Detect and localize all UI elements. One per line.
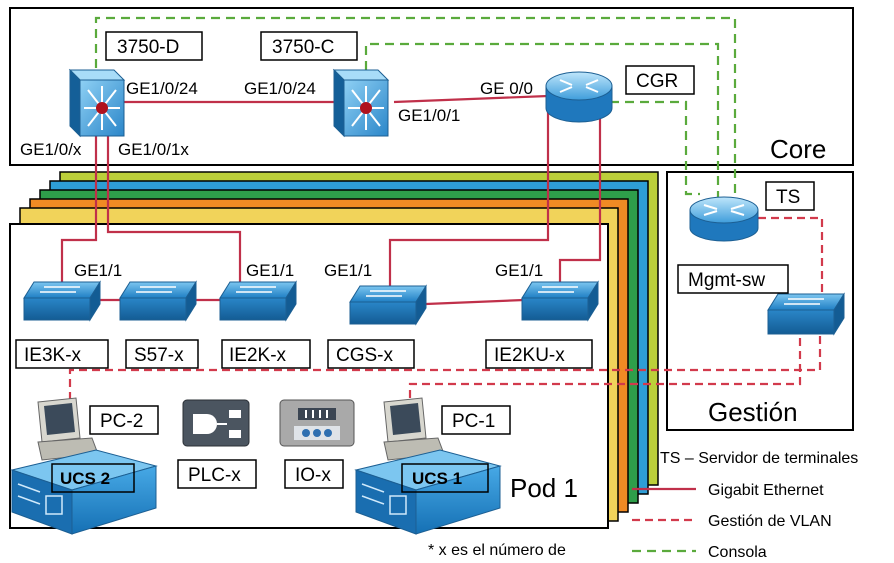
router-cgr-icon[interactable] [545,71,613,123]
link-cgr-ie2ku [558,112,602,285]
switch-ie3k-icon[interactable] [23,280,101,322]
pod-port-label: GE1/1 [324,261,372,280]
io-icon[interactable] [279,399,355,447]
box-ie2ku [485,339,593,369]
management-title: Gestión [708,397,798,427]
link-3750d-ie3k [60,120,98,285]
pod-port-label: GE1/1 [495,261,543,280]
box-3750d [105,31,203,61]
console-link-3750d [94,16,737,200]
gigabit-links [60,94,602,306]
switch-ie2k-icon[interactable] [219,280,297,322]
switch-s57-icon[interactable] [119,280,197,322]
box-ie2k [221,339,311,369]
link-cgr-cgs [388,112,550,290]
legend: TS – Servidor de terminales Gigabit Ethe… [632,450,858,561]
footnote: * x es el número de [428,542,566,559]
box-plc [177,459,257,489]
switch-ie3k-name: IE3K-x [24,345,82,366]
switch-3750c-icon[interactable] [332,68,390,138]
box-cgr [625,65,695,95]
console-link-3750c [364,42,720,200]
switch-ie2ku-icon[interactable] [521,280,599,322]
port-3750c-uplink: GE1/0/24 [244,79,316,98]
link-3750c-cgr [393,94,549,104]
terminal-server-name: TS [776,187,800,208]
switch-ie2k-name: IE2K-x [229,345,287,366]
legend-console-label: Consola [708,544,767,561]
vlan-link-pc2 [68,330,822,400]
ucs-1-label-box [401,463,489,493]
ucs-1-icon[interactable] [354,449,502,535]
legend-ts-definition: TS – Servidor de terminales [660,450,858,467]
port-3750d-down-2: GE1/0/1x [118,140,189,159]
router-cgr-name: CGR [636,71,678,92]
switch-mgmt-icon[interactable] [767,292,845,336]
ucs-2-icon[interactable] [10,449,158,535]
port-3750c-router: GE1/0/1 [398,106,460,125]
port-3750d-down-1: GE1/0/x [20,140,82,159]
vlan-link-pc1 [408,336,802,398]
port-cgr: GE 0/0 [480,79,533,98]
switch-ie2ku-name: IE2KU-x [494,345,565,366]
ucs-2-label-box [51,463,135,493]
io-name: IO-x [295,465,331,486]
box-pc1 [441,405,511,435]
plc-icon[interactable] [182,399,250,447]
console-link-cgr [610,100,700,196]
legend-gigabit-label: Gigabit Ethernet [708,482,824,499]
switch-cgs-icon[interactable] [349,284,427,326]
switch-s57-name: S57-x [134,345,184,366]
box-ts [765,181,815,211]
plc-name: PLC-x [188,465,241,486]
pc-2-name: PC-2 [100,411,143,432]
link-cgs-ie2ku [425,298,525,306]
box-io [284,459,344,489]
pc-1-name: PC-1 [452,411,495,432]
pod-port-label: GE1/1 [74,261,122,280]
pod-port-label: GE1/1 [246,261,294,280]
switch-3750d-icon[interactable] [68,68,126,138]
switch-3750d-name: 3750-D [117,37,179,58]
switch-cgs-name: CGS-x [336,345,394,366]
ucs-2-name: UCS 2 [60,469,110,488]
mgmt-switch-name: Mgmt-sw [688,270,765,291]
console-links [94,16,737,200]
box-pc2 [89,405,159,435]
router-ts-icon[interactable] [689,196,759,242]
legend-vlan-label: Gestión de VLAN [708,513,832,530]
link-3750d-ie2k [106,120,242,285]
box-3750c [260,31,358,61]
port-3750d-uplink: GE1/0/24 [126,79,198,98]
box-mgmt [677,264,789,294]
switch-3750c-name: 3750-C [272,37,334,58]
ucs-1-name: UCS 1 [412,469,462,488]
pod-title: Pod 1 [510,473,578,503]
box-ie3k [15,339,109,369]
core-title: Core [770,134,826,164]
box-s57 [125,339,199,369]
box-cgs [327,339,415,369]
